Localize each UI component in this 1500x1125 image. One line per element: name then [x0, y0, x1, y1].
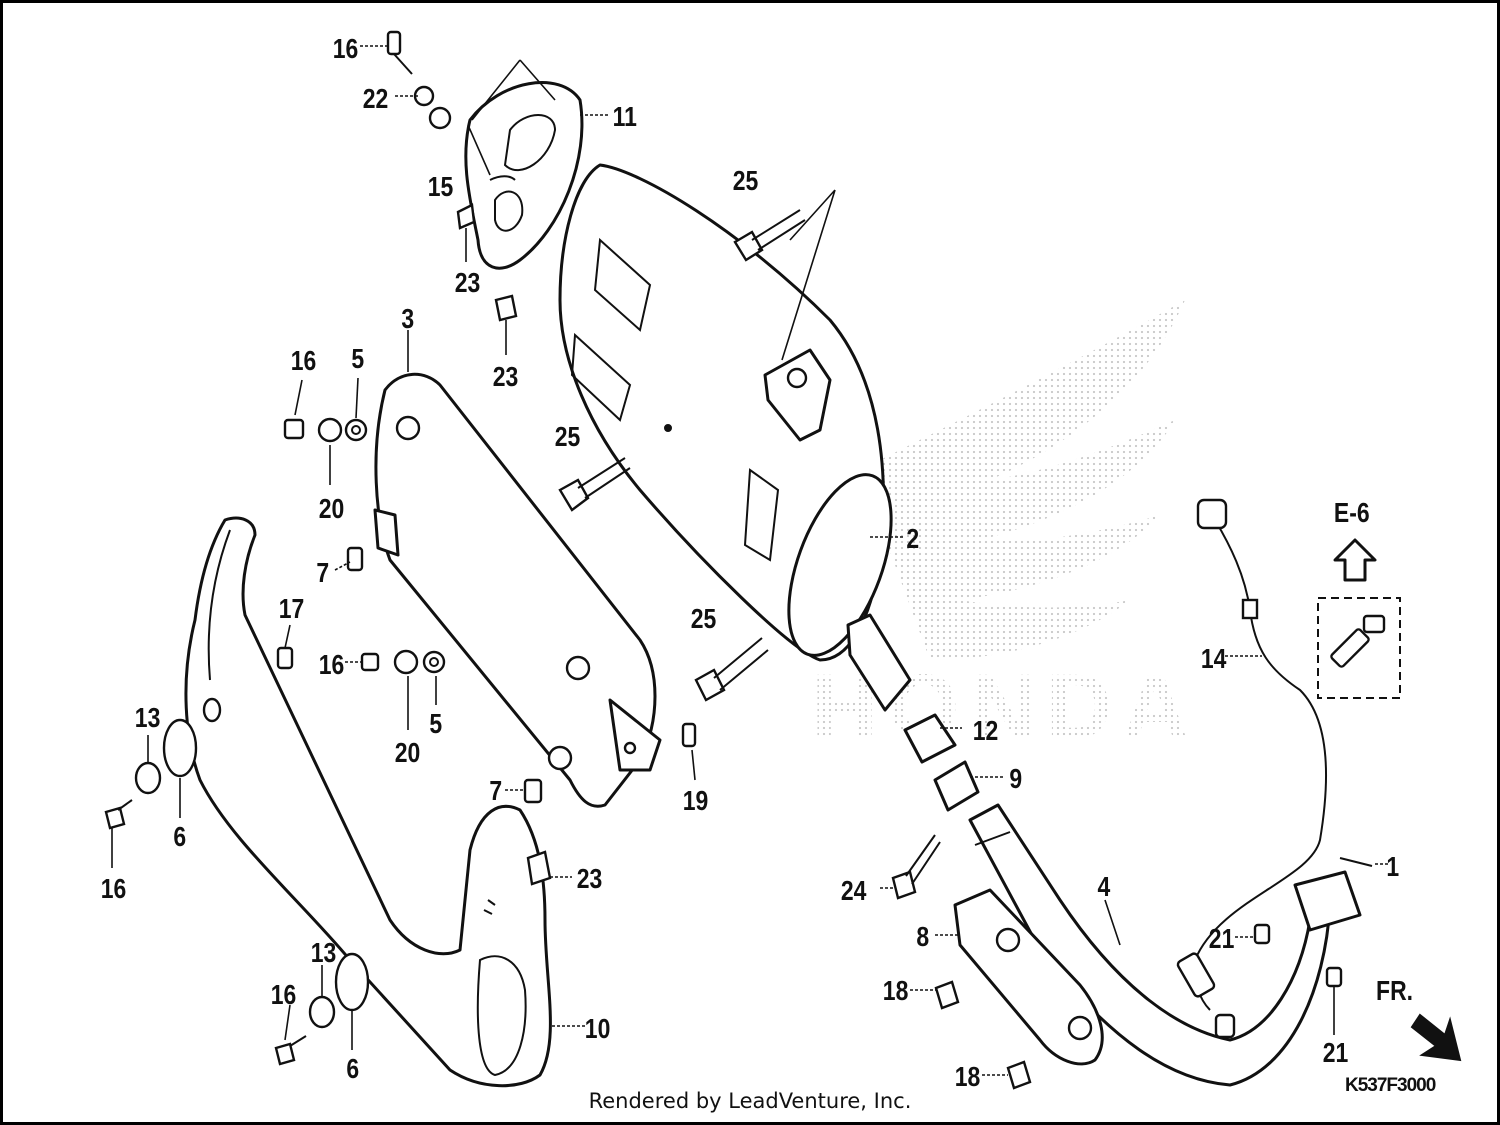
leader-lines: [111, 45, 1390, 1076]
callout-e6: E-6: [1334, 498, 1370, 529]
callout-7-upper: 7: [316, 558, 329, 589]
callout-24: 24: [841, 876, 867, 907]
part-9-joint[interactable]: [933, 760, 980, 812]
callout-23-lower: 23: [577, 864, 603, 895]
part-2-muffler[interactable]: [558, 163, 912, 712]
callout-25-mid: 25: [555, 422, 581, 453]
callout-22: 22: [363, 84, 389, 115]
callout-2: 2: [906, 524, 919, 555]
callout-5-lower: 5: [429, 709, 442, 740]
callout-15: 15: [428, 172, 454, 203]
fasteners: [104, 30, 1373, 1090]
callout-17: 17: [279, 594, 305, 625]
callout-20-lower: 20: [395, 738, 421, 769]
part-3-protector[interactable]: [373, 372, 662, 808]
callout-19: 19: [683, 786, 709, 817]
callout-6-upper: 6: [173, 822, 186, 853]
callout-16-top: 16: [333, 34, 359, 65]
callout-20-upper: 20: [319, 494, 345, 525]
diagram-code: K537F3000: [1345, 1075, 1436, 1096]
callout-1: 1: [1386, 852, 1399, 883]
callout-11: 11: [613, 102, 637, 133]
front-direction-arrow: [1410, 1013, 1462, 1062]
callout-21-lower: 21: [1323, 1038, 1349, 1069]
callout-25-lower: 25: [691, 604, 717, 635]
part-8-pipe-protector[interactable]: [953, 888, 1104, 1066]
front-label: FR.: [1376, 976, 1413, 1007]
callout-13-lower: 13: [311, 938, 337, 969]
part-14-sensor-cable[interactable]: [1176, 498, 1327, 1039]
callout-4: 4: [1097, 872, 1110, 903]
callout-16-upper: 16: [291, 346, 317, 377]
callout-18-upper: 18: [883, 976, 909, 1007]
callout-7-lower: 7: [489, 776, 502, 807]
callout-12: 12: [973, 716, 999, 747]
callout-18-lower: 18: [955, 1062, 981, 1093]
callout-3: 3: [401, 304, 414, 335]
callout-labels: 16 22 11 15 23 23 25 3 16 5 20 25 2 7 17…: [101, 34, 1413, 1093]
callout-10: 10: [585, 1014, 611, 1045]
callout-6-lower: 6: [346, 1054, 359, 1085]
render-credit: Rendered by LeadVenture, Inc.: [588, 1089, 912, 1113]
e6-reference: [1317, 538, 1401, 699]
part-12-gasket[interactable]: [903, 713, 957, 764]
callout-21-upper: 21: [1209, 924, 1235, 955]
callout-25-top: 25: [733, 166, 759, 197]
callout-16-left: 16: [101, 874, 127, 905]
callout-14: 14: [1201, 644, 1227, 675]
callout-16-bottom: 16: [271, 980, 297, 1011]
part-11-end-cover[interactable]: [464, 81, 584, 270]
callout-5-upper: 5: [351, 344, 364, 375]
callout-8: 8: [916, 922, 929, 953]
callout-13-upper: 13: [135, 703, 161, 734]
callout-23-mid: 23: [493, 362, 519, 393]
callout-9: 9: [1009, 764, 1022, 795]
callout-16-mid: 16: [319, 650, 345, 681]
callout-23-upper: 23: [455, 268, 481, 299]
